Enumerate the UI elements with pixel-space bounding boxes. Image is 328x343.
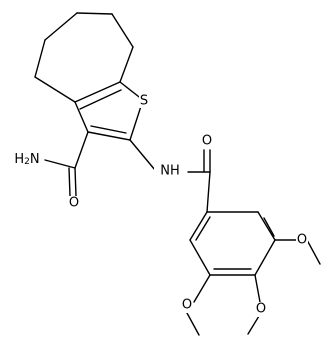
carboxamide-group: [44, 131, 89, 197]
amide-nh2-label: H2N: [14, 152, 39, 168]
sulfur-label: S: [140, 94, 148, 109]
atom-labels: S H2N O NH O O O O: [12, 94, 308, 317]
cycloheptane-ring: [34, 12, 134, 103]
amide-linker: [129, 139, 211, 213]
amide-oxygen-label: O: [69, 196, 79, 211]
methoxy-oxygen-label-2: O: [256, 302, 266, 317]
thiophene-ring: [74, 81, 144, 141]
methoxy-oxygen-label-1: O: [297, 233, 307, 248]
nh-label: NH: [160, 164, 180, 179]
methoxy-oxygen-label-3: O: [182, 298, 192, 313]
methoxy-groups: [186, 239, 321, 336]
trimethoxyphenyl-ring: [189, 211, 276, 276]
carbonyl-oxygen-label: O: [202, 134, 212, 149]
